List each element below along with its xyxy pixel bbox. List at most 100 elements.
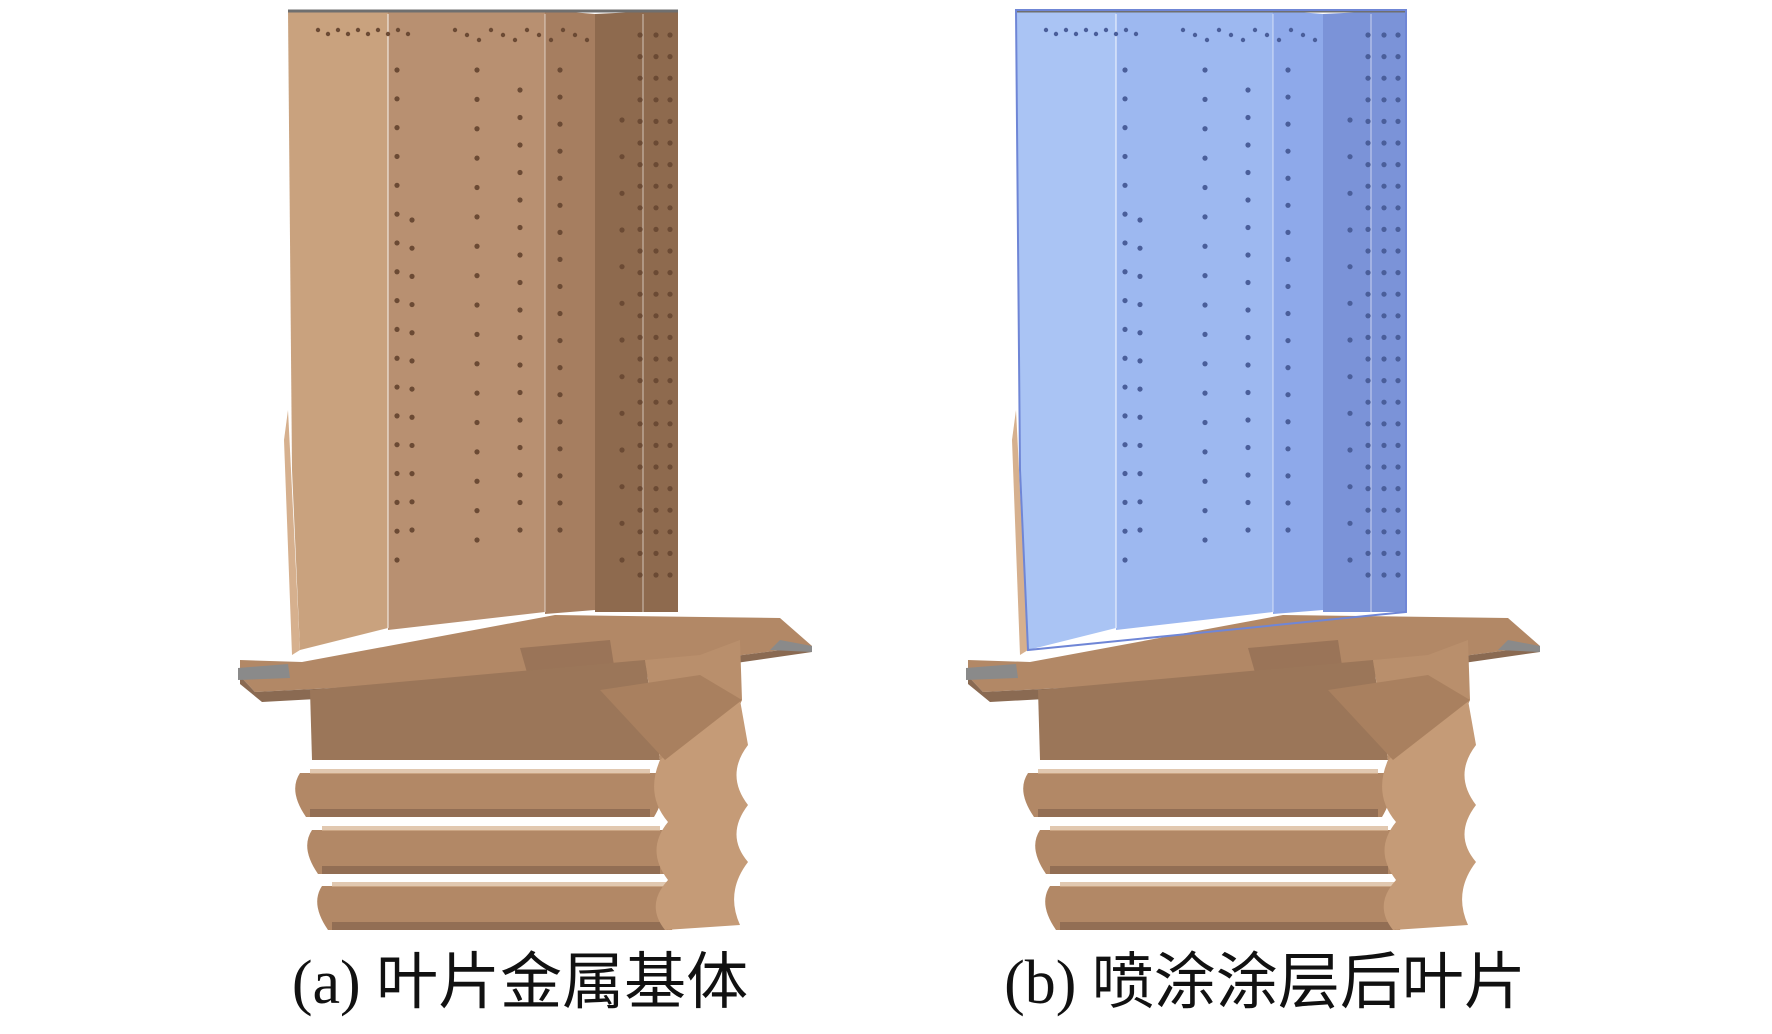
cooling-hole <box>517 444 523 451</box>
cooling-hole <box>1395 550 1401 557</box>
cooling-hole <box>1347 484 1353 490</box>
cooling-hole <box>557 337 563 344</box>
cooling-hole <box>1285 202 1291 208</box>
root-lobe-3 <box>317 886 681 930</box>
cooling-hole <box>1395 162 1401 168</box>
cooling-hole <box>667 75 673 81</box>
cooling-hole <box>637 291 643 297</box>
cooling-hole <box>1285 473 1291 479</box>
cooling-hole <box>557 500 563 506</box>
cooling-hole <box>1122 355 1128 361</box>
cooling-hole <box>1202 155 1208 161</box>
cooling-hole <box>476 37 482 43</box>
cooling-hole <box>405 31 411 37</box>
cooling-hole <box>1300 32 1306 38</box>
cooling-hole <box>667 464 673 470</box>
cooling-hole <box>557 283 563 290</box>
cooling-hole <box>409 386 415 392</box>
cooling-hole <box>1347 374 1353 380</box>
cooling-hole <box>637 529 643 535</box>
cooling-hole <box>1381 442 1387 448</box>
cooling-hole <box>1312 37 1318 43</box>
cooling-hole <box>653 32 659 38</box>
cooling-hole <box>667 118 673 124</box>
cooling-hole <box>1365 421 1371 427</box>
caption-metal-substrate: (a) 叶片金属基体 <box>291 949 749 1017</box>
cooling-hole <box>619 557 625 563</box>
cooling-hole <box>1113 31 1119 37</box>
cooling-hole <box>1381 248 1387 254</box>
cooling-hole <box>1216 27 1222 33</box>
cooling-hole <box>653 442 659 448</box>
cooling-hole <box>1381 97 1387 103</box>
cooling-hole <box>1285 365 1291 371</box>
cooling-hole <box>1381 140 1387 146</box>
cooling-hole <box>1365 205 1371 211</box>
cooling-hole <box>619 410 625 416</box>
cooling-hole <box>1202 302 1208 308</box>
cooling-hole <box>1245 499 1251 506</box>
cooling-hole <box>409 358 415 364</box>
cooling-hole <box>394 67 400 73</box>
cooling-hole <box>619 190 625 196</box>
cooling-hole <box>1202 214 1208 220</box>
root-bevel <box>1328 675 1470 760</box>
cooling-hole <box>409 471 415 477</box>
cooling-hole <box>1365 54 1371 60</box>
cooling-hole <box>637 378 643 384</box>
blade-metal-substrate <box>238 9 812 930</box>
cooling-hole <box>637 507 643 513</box>
cooling-hole <box>1365 507 1371 513</box>
cooling-hole <box>394 557 400 563</box>
airfoil-band-1 <box>1016 10 1116 650</box>
cooling-hole <box>667 529 673 535</box>
cooling-hole <box>1245 224 1251 231</box>
cooling-hole <box>667 54 673 60</box>
root-lobe-shadow <box>332 922 668 930</box>
cooling-hole <box>557 365 563 371</box>
cooling-hole <box>1137 386 1143 392</box>
cooling-hole <box>517 527 523 533</box>
cooling-hole <box>1381 183 1387 189</box>
cooling-hole <box>464 32 470 38</box>
cooling-hole <box>474 96 480 102</box>
cooling-hole <box>1365 118 1371 124</box>
cooling-hole <box>1202 419 1208 426</box>
cooling-hole <box>1073 31 1079 37</box>
cooling-hole <box>1122 96 1128 102</box>
cooling-hole <box>517 87 523 93</box>
cooling-hole <box>1202 449 1208 455</box>
cooling-hole <box>1381 75 1387 81</box>
cooling-hole <box>1137 301 1143 308</box>
root-lobe-1 <box>295 773 663 817</box>
cooling-hole <box>394 96 400 102</box>
cooling-hole <box>1245 362 1251 368</box>
cooling-hole <box>1137 471 1143 477</box>
cooling-hole <box>1137 499 1143 505</box>
cooling-hole <box>1252 27 1258 33</box>
cooling-hole <box>619 484 625 490</box>
cooling-hole <box>637 183 643 189</box>
cooling-hole <box>394 182 400 188</box>
cooling-hole <box>653 572 659 578</box>
cooling-hole <box>1395 75 1401 81</box>
cooling-hole <box>409 273 415 279</box>
root-lobe-highlight <box>1050 826 1388 831</box>
cooling-hole <box>409 414 415 420</box>
cooling-hole <box>1122 413 1128 419</box>
cooling-hole <box>619 337 625 343</box>
cooling-hole <box>557 229 563 235</box>
cooling-hole <box>1202 537 1208 543</box>
cooling-hole <box>653 97 659 103</box>
cooling-hole <box>653 486 659 492</box>
cooling-hole <box>335 27 341 33</box>
cooling-hole <box>1395 118 1401 124</box>
root-lobe-2 <box>1035 830 1401 874</box>
cooling-hole <box>365 31 371 37</box>
root-bevel <box>600 675 742 760</box>
cooling-hole <box>619 300 625 306</box>
cooling-hole <box>1285 148 1291 154</box>
cooling-hole <box>1395 334 1401 340</box>
cooling-hole <box>1202 361 1208 367</box>
cooling-hole <box>557 148 563 154</box>
